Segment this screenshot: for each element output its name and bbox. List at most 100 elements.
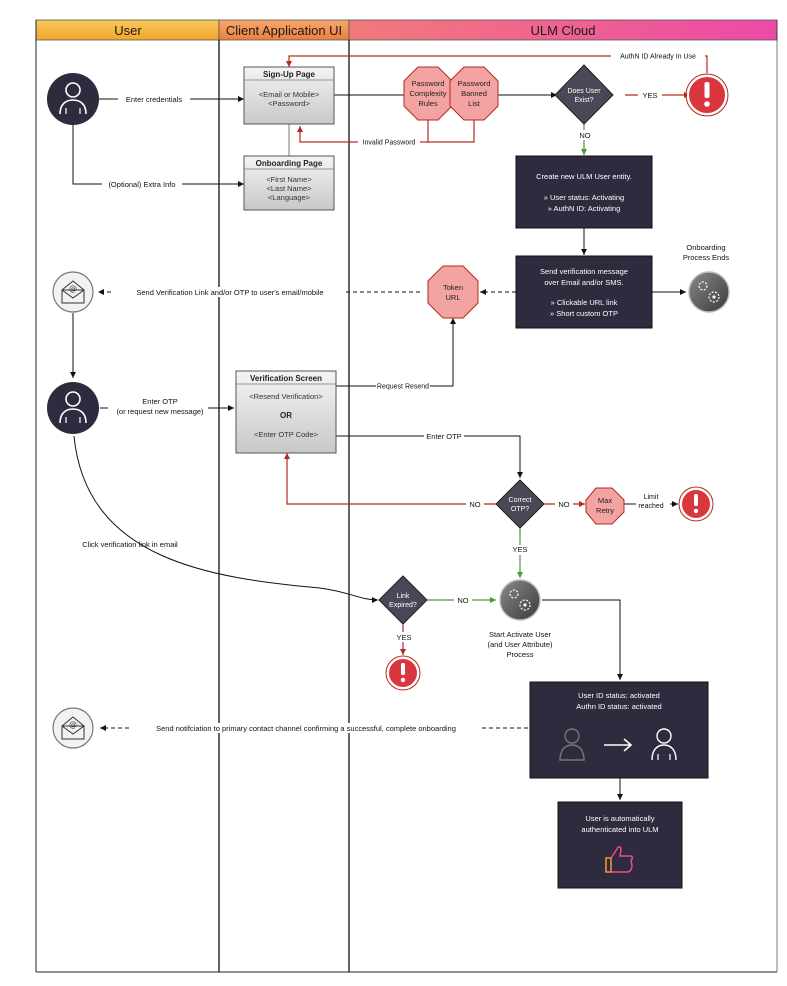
- label-send-notification: Send notifciation to primary contact cha…: [156, 724, 456, 733]
- label-limit-2: reached: [638, 503, 663, 510]
- svg-text:@: @: [69, 720, 77, 729]
- decision-user-exist: Does User Exist?: [554, 64, 614, 125]
- onboarding-title: Onboarding Page: [256, 159, 323, 168]
- svg-text:» User status: Activating: » User status: Activating: [544, 193, 624, 202]
- verification-title: Verification Screen: [250, 374, 322, 383]
- decision-correct-otp: Correct OTP?: [495, 479, 545, 529]
- onboarding-first-name: <First Name>: [266, 175, 312, 184]
- swimlanes: User Client Application UI ULM Cloud: [35, 19, 778, 973]
- onboarding-language: <Language>: [268, 193, 311, 202]
- svg-text:Password: Password: [412, 79, 445, 88]
- svg-text:Rules: Rules: [418, 99, 437, 108]
- email-icon-2: @: [52, 707, 94, 749]
- svg-text:Password: Password: [458, 79, 491, 88]
- send-message-box: Send verification message over Email and…: [515, 255, 653, 329]
- resend-verification-option: <Resend Verification>: [249, 392, 323, 401]
- danger-icon-2: [678, 486, 714, 522]
- label-click-link: Click verification link in email: [82, 540, 178, 549]
- inactive-user-icon: [559, 728, 585, 761]
- svg-text:Exist?: Exist?: [574, 97, 593, 104]
- lane-header-cloud: ULM Cloud: [530, 23, 595, 38]
- signup-password-field: <Password>: [268, 99, 310, 108]
- svg-text:Retry: Retry: [596, 506, 614, 515]
- gear-icon-activate: [499, 579, 541, 621]
- label-no-2: NO: [469, 500, 480, 509]
- signup-title: Sign-Up Page: [263, 70, 316, 79]
- email-icon-1: @: [52, 271, 94, 313]
- svg-text:Banned: Banned: [461, 89, 487, 98]
- svg-text:» Clickable URL link: » Clickable URL link: [551, 298, 618, 307]
- authenticated-box: User is automatically authenticated into…: [557, 801, 683, 889]
- svg-text:Authn ID status: activated: Authn ID status: activated: [576, 702, 661, 711]
- onboarding-ends-label: Onboarding Process Ends: [683, 243, 730, 262]
- danger-icon-1: [685, 73, 729, 117]
- svg-text:Token: Token: [443, 283, 463, 292]
- svg-text:Does User: Does User: [567, 88, 601, 95]
- or-separator: OR: [280, 411, 292, 420]
- create-user-box: Create new ULM User entity. » User statu…: [515, 155, 653, 229]
- octagon-max-retry: Max Retry: [585, 487, 625, 525]
- label-request-resend: Request Resend: [377, 384, 429, 391]
- svg-text:OTP?: OTP?: [511, 506, 529, 513]
- svg-text:Expired?: Expired?: [389, 602, 417, 609]
- svg-text:over Email and/or SMS.: over Email and/or SMS.: [544, 278, 623, 287]
- decision-link-expired: Link Expired?: [378, 575, 428, 625]
- svg-text:» AuthN ID: Activating: » AuthN ID: Activating: [548, 204, 621, 213]
- user-avatar-2: [47, 382, 99, 434]
- signup-page-box: Sign-Up Page <Email or Mobile> <Password…: [243, 66, 335, 125]
- verification-screen-box: Verification Screen <Resend Verification…: [235, 370, 337, 454]
- gear-icon-onboarding-ends: [688, 271, 730, 313]
- edge-labels: Enter credentials (Optional) Extra Info …: [82, 51, 705, 733]
- label-no-4: NO: [457, 596, 468, 605]
- svg-text:Send verification message: Send verification message: [540, 267, 628, 276]
- lane-header-client: Client Application UI: [226, 23, 342, 38]
- onboarding-page-box: Onboarding Page <First Name> <Last Name>…: [243, 155, 335, 211]
- svg-text:User ID status: activated: User ID status: activated: [578, 691, 660, 700]
- svg-text:Start Activate User: Start Activate User: [489, 630, 552, 639]
- enter-otp-option: <Enter OTP Code>: [254, 430, 319, 439]
- user-head-icon: [65, 82, 81, 98]
- label-yes-2: YES: [512, 545, 527, 554]
- danger-icon-3: [385, 655, 421, 691]
- activated-status-box: User ID status: activated Authn ID statu…: [529, 681, 709, 779]
- label-optional-extra: (Optional) Extra Info: [108, 180, 175, 189]
- label-send-verification: Send Verification Link and/or OTP to use…: [136, 288, 323, 297]
- label-enter-otp-user-2: (or request new message): [116, 407, 204, 416]
- label-no-1: NO: [579, 131, 590, 140]
- svg-text:Create new ULM User entity.: Create new ULM User entity.: [536, 172, 632, 181]
- octagon-token-url: Token URL: [427, 265, 479, 319]
- label-no-3: NO: [558, 500, 569, 509]
- svg-text:Max: Max: [598, 496, 612, 505]
- svg-text:URL: URL: [445, 293, 460, 302]
- svg-text:Process Ends: Process Ends: [683, 253, 730, 262]
- svg-text:Complexity: Complexity: [409, 89, 446, 98]
- label-enter-credentials: Enter credentials: [126, 95, 183, 104]
- svg-text:Process: Process: [506, 650, 533, 659]
- svg-text:List: List: [468, 99, 481, 108]
- svg-text:(and User Attribute): (and User Attribute): [487, 640, 553, 649]
- label-yes-3: YES: [396, 633, 411, 642]
- svg-text:User is automatically: User is automatically: [585, 814, 654, 823]
- label-yes-1: YES: [642, 91, 657, 100]
- label-enter-otp: Enter OTP: [426, 432, 461, 441]
- label-authn-in-use: AuthN ID Already In Use: [620, 54, 696, 61]
- octagon-password-banned: Password Banned List: [449, 66, 499, 121]
- svg-text:Correct: Correct: [509, 497, 532, 504]
- activate-process-label: Start Activate User (and User Attribute)…: [487, 630, 553, 659]
- arrow-right-icon: [604, 738, 633, 752]
- svg-text:authenticated into ULM: authenticated into ULM: [581, 825, 658, 834]
- label-limit-1: Limit: [644, 494, 659, 501]
- active-user-icon: [651, 728, 677, 761]
- svg-text:Link: Link: [397, 593, 410, 600]
- signup-email-field: <Email or Mobile>: [259, 90, 320, 99]
- label-invalid-password: Invalid Password: [363, 140, 416, 147]
- label-enter-otp-user-1: Enter OTP: [142, 397, 177, 406]
- onboarding-last-name: <Last Name>: [266, 184, 312, 193]
- lane-header-user: User: [114, 23, 142, 38]
- thumbs-up-icon: [605, 846, 634, 873]
- svg-text:» Short custom OTP: » Short custom OTP: [550, 309, 618, 318]
- svg-text:@: @: [69, 284, 77, 293]
- octagon-password-complexity: Password Complexity Rules: [403, 66, 453, 121]
- user-avatar-1: [47, 73, 99, 125]
